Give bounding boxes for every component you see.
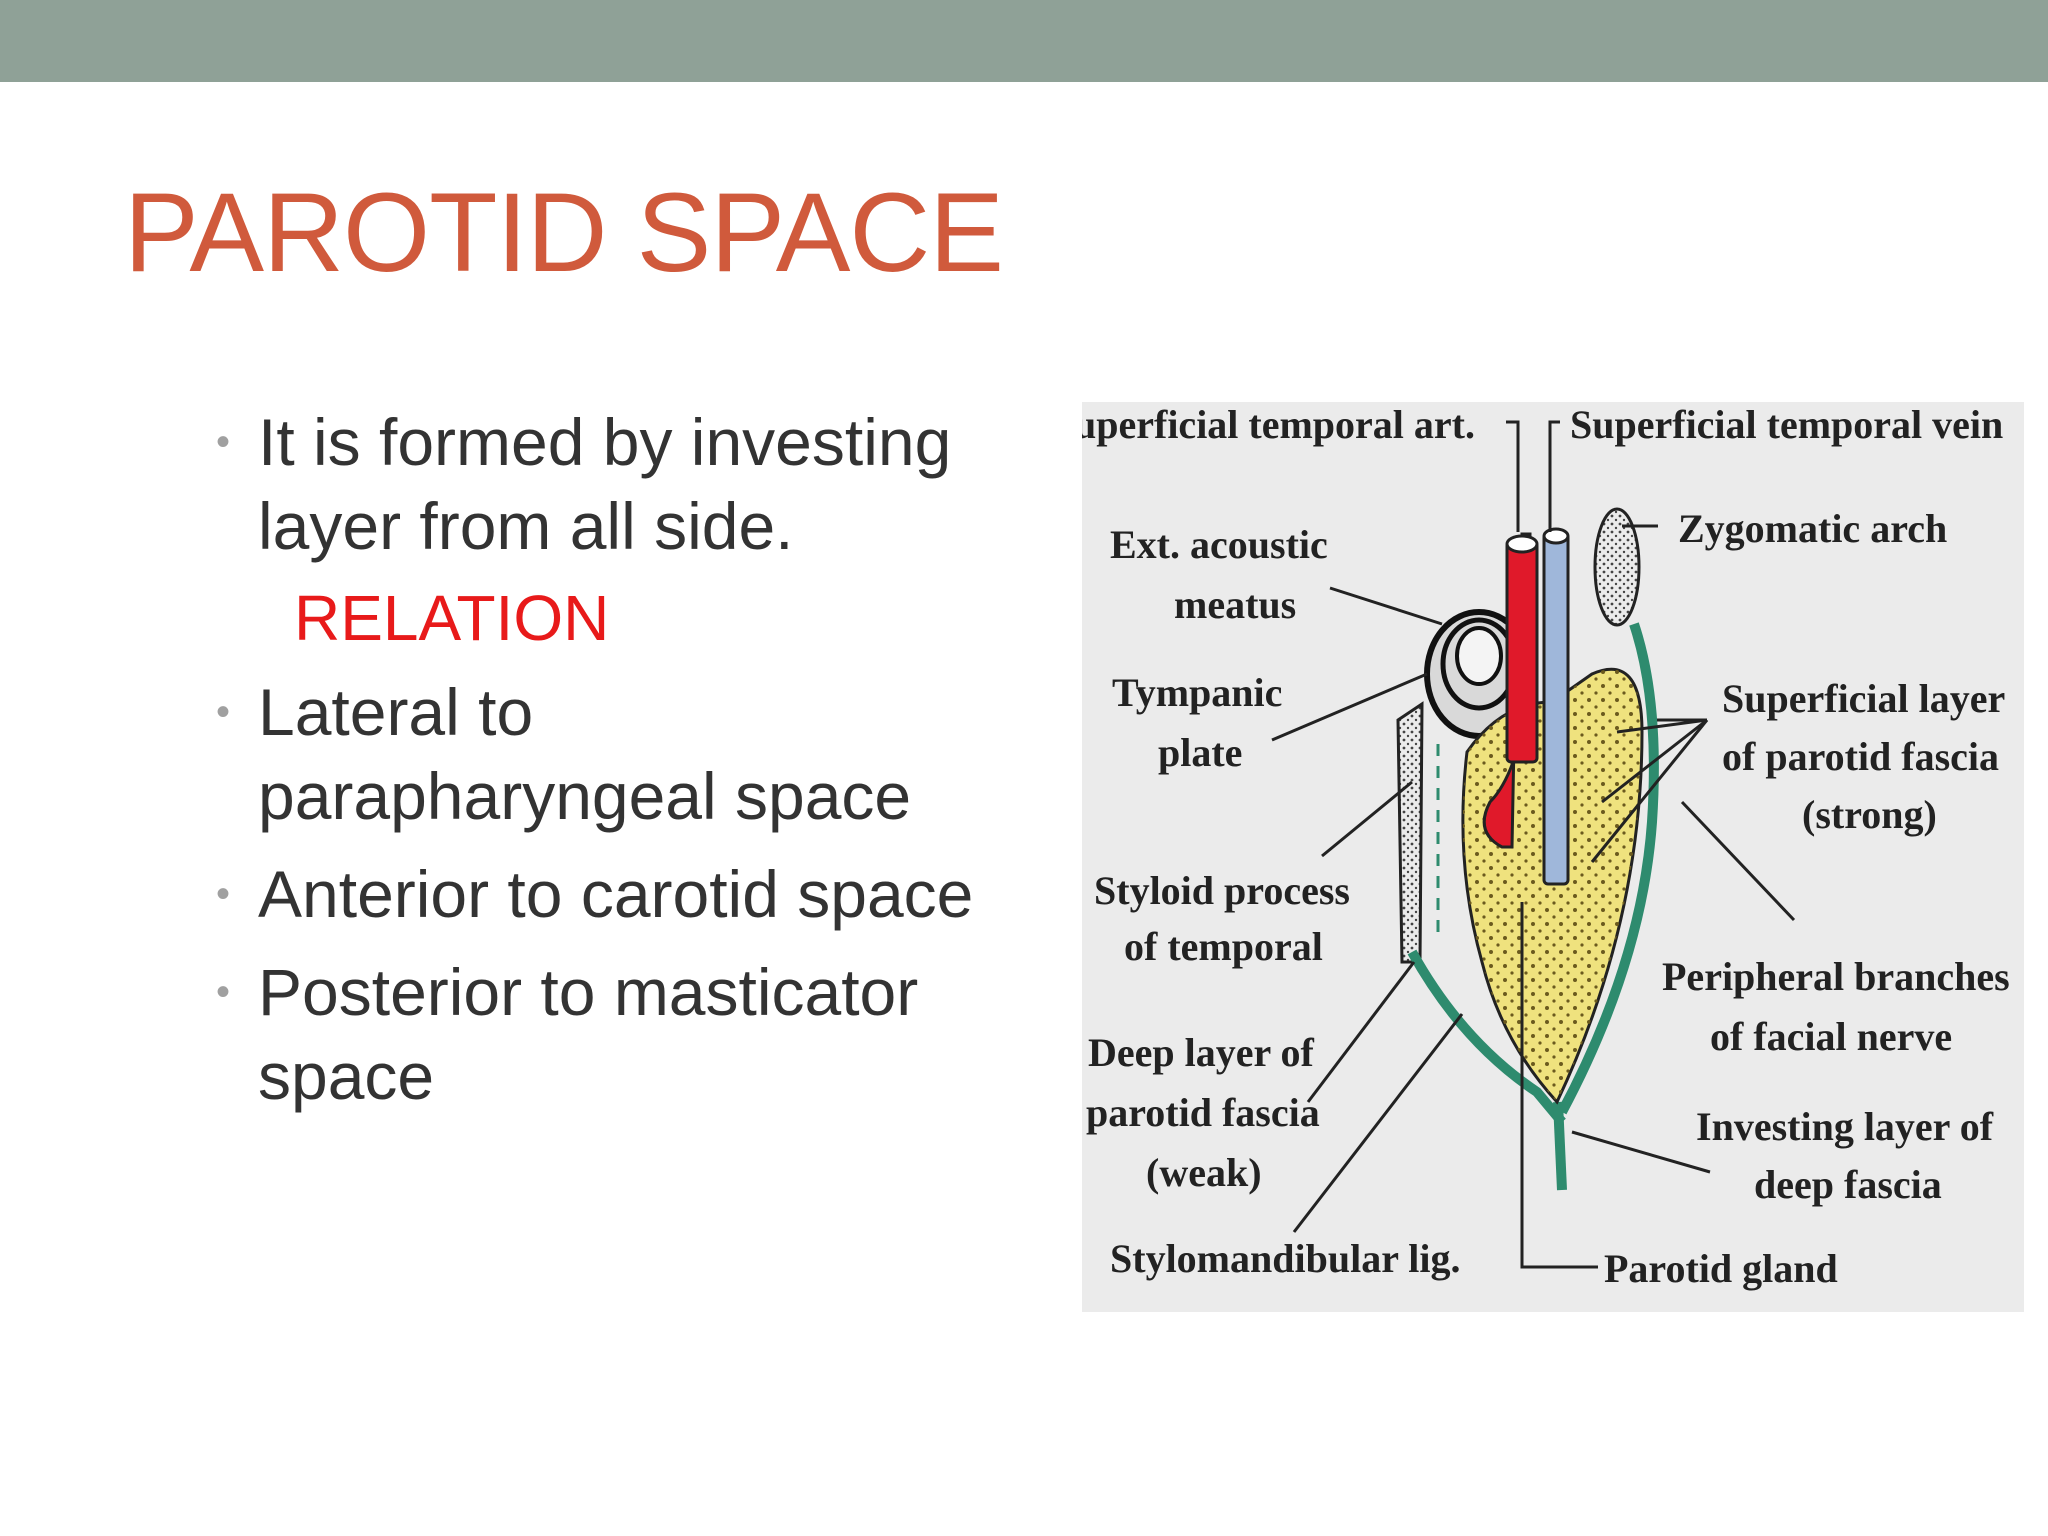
label-peripheral-2: of facial nerve [1710,1014,1952,1059]
zygomatic-arch-shape [1593,507,1641,627]
tympanic-plate-shape [1396,701,1424,964]
acoustic-meatus-shape [1424,609,1534,739]
label-deep-layer-1: Deep layer of [1088,1030,1315,1075]
deep-fascia-line [1407,949,1566,1126]
label-sup-layer-2: of parotid fascia [1722,734,1999,779]
bullet-line: parapharyngeal space [258,759,912,833]
investing-fascia-line [1553,1101,1567,1191]
bullet-line: Anterior to carotid space [258,857,974,931]
label-styloid-2: of temporal [1124,924,1323,969]
bullet-dot-icon: • [216,872,231,916]
superficial-fascia-line [1557,622,1659,1115]
label-sup-temporal-art: uperficial temporal art. [1082,402,1475,447]
label-deep-layer-3: (weak) [1146,1150,1262,1195]
bullet-line: Posterior to masticator [258,955,919,1029]
bullet-dot-icon: • [216,690,231,734]
bullet-line: Lateral to [258,675,534,749]
label-investing-2: deep fascia [1754,1162,1942,1207]
label-stylomandibular: Stylomandibular lig. [1110,1236,1460,1281]
diagram-svg: uperficial temporal art. Superficial tem… [1082,402,2024,1312]
label-sup-layer-1: Superficial layer [1722,676,2005,721]
artery-cap [1505,534,1539,554]
bullet-item: • It is formed by investing layer from a… [210,400,1030,568]
label-ext-acoustic-1: Ext. acoustic [1110,522,1328,567]
label-sup-layer-3: (strong) [1802,792,1937,837]
leader-lines [1271,420,1796,1269]
vein-cap [1542,527,1570,545]
bullet-dot-icon: • [216,970,231,1014]
label-zygomatic-arch: Zygomatic arch [1678,506,1947,551]
label-sup-temporal-vein: Superficial temporal vein [1570,402,2003,447]
slide-title: PAROTID SPACE [124,170,1004,295]
label-investing-1: Investing layer of [1696,1104,1994,1149]
label-tympanic-1: Tympanic [1112,670,1282,715]
temporal-artery [1505,540,1539,764]
label-styloid-1: Styloid process [1094,868,1350,913]
bullet-item: • Posterior to masticator space [210,950,1030,1118]
bullet-dot-icon: • [216,420,231,464]
parotid-diagram: uperficial temporal art. Superficial tem… [1082,402,2024,1312]
temporal-vein [1542,532,1570,886]
bullet-line: space [258,1039,435,1113]
bullet-line: layer from all side. [258,489,794,563]
label-ext-acoustic-2: meatus [1174,582,1296,627]
bullet-item: • Anterior to carotid space [210,852,1030,936]
bullet-list: • It is formed by investing layer from a… [210,400,1030,1118]
label-peripheral-1: Peripheral branches [1662,954,2010,999]
label-parotid-gland: Parotid gland [1604,1246,1838,1291]
label-deep-layer-2: parotid fascia [1086,1090,1320,1135]
bullet-line: It is formed by investing [258,405,952,479]
relation-heading: RELATION [294,582,610,654]
bullet-item: • Lateral to parapharyngeal space [210,670,1030,838]
label-tympanic-2: plate [1158,730,1242,775]
top-banner [0,0,2048,82]
